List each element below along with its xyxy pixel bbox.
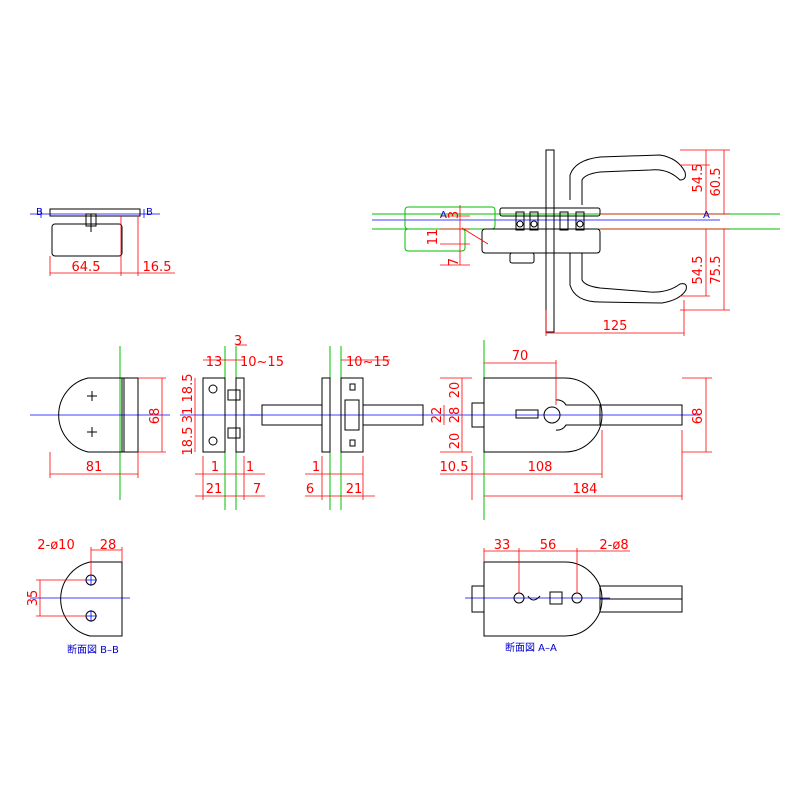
section-a-a: 33 56 2-ø8 断面図 A–A: [465, 538, 683, 654]
dim-35: 35: [26, 590, 41, 607]
dim-75-5: 75.5: [709, 256, 724, 285]
section-b-b: 2-ø10 28 35 断面図 B–B: [26, 538, 130, 656]
dim-28: 28: [448, 407, 463, 424]
view-top-right: 54.5 60.5 54.5 75.5 125 3 11 7 A A: [372, 149, 780, 336]
dim-81: 81: [86, 460, 103, 475]
dim-125: 125: [603, 319, 628, 334]
dim-3: 3: [447, 211, 462, 219]
section-mark-a-left: A: [440, 210, 447, 221]
dim-6: 6: [306, 482, 314, 497]
dim-64-5: 64.5: [72, 260, 101, 275]
dim-21-a: 21: [206, 482, 223, 497]
dim-22: 22: [430, 407, 445, 424]
dim-70: 70: [512, 349, 529, 364]
dim-68-front: 68: [148, 408, 163, 425]
dim-54-5-lower: 54.5: [691, 256, 706, 285]
dim-10-15-b: 10~15: [346, 355, 390, 370]
dim-54-5-upper: 54.5: [691, 164, 706, 193]
dim-31: 31: [181, 407, 196, 424]
view-front-left: 68 81: [30, 346, 170, 500]
dim-10-15-a: 10~15: [240, 355, 284, 370]
view-side-plate: 3 13 10~15 18.5 31 18.5 1 1 21 7: [180, 334, 284, 510]
dim-10-5: 10.5: [440, 460, 469, 475]
dim-7: 7: [447, 258, 462, 266]
section-mark-b-right: B: [146, 207, 153, 218]
dim-184: 184: [573, 482, 598, 497]
dim-11: 11: [426, 229, 441, 246]
dim-3-side: 3: [234, 334, 242, 349]
dim-20-b: 20: [448, 433, 463, 450]
dim-60-5: 60.5: [709, 168, 724, 197]
dim-1-b: 1: [246, 460, 254, 475]
dim-56: 56: [540, 538, 557, 553]
section-title-b-b: 断面図 B–B: [67, 643, 119, 656]
dim-33: 33: [494, 538, 511, 553]
dim-68-plan: 68: [691, 408, 706, 425]
dim-18-5-a: 18.5: [181, 374, 196, 403]
view-plan-right: 70 20 28 20 22 68 10.5 108 184: [430, 340, 712, 520]
dim-28-section-b: 28: [100, 538, 117, 553]
dim-21-b: 21: [346, 482, 363, 497]
view-top-left: 64.5 16.5 B B: [30, 207, 175, 276]
view-side-spindle: 10~15 1 6 21: [250, 346, 440, 510]
dim-13: 13: [206, 355, 223, 370]
dim-1-c: 1: [312, 460, 320, 475]
dim-2-phi-8: 2-ø8: [599, 538, 628, 553]
dim-1-a: 1: [211, 460, 219, 475]
dim-108: 108: [528, 460, 553, 475]
dim-7-b: 7: [253, 482, 261, 497]
dim-2-phi-10: 2-ø10: [37, 538, 74, 553]
section-mark-a-right: A: [703, 210, 710, 221]
section-title-a-a: 断面図 A–A: [505, 641, 557, 654]
dim-20-a: 20: [448, 382, 463, 399]
section-mark-b-left: B: [36, 207, 43, 218]
dim-18-5-b: 18.5: [181, 427, 196, 456]
dim-16-5: 16.5: [143, 260, 172, 275]
